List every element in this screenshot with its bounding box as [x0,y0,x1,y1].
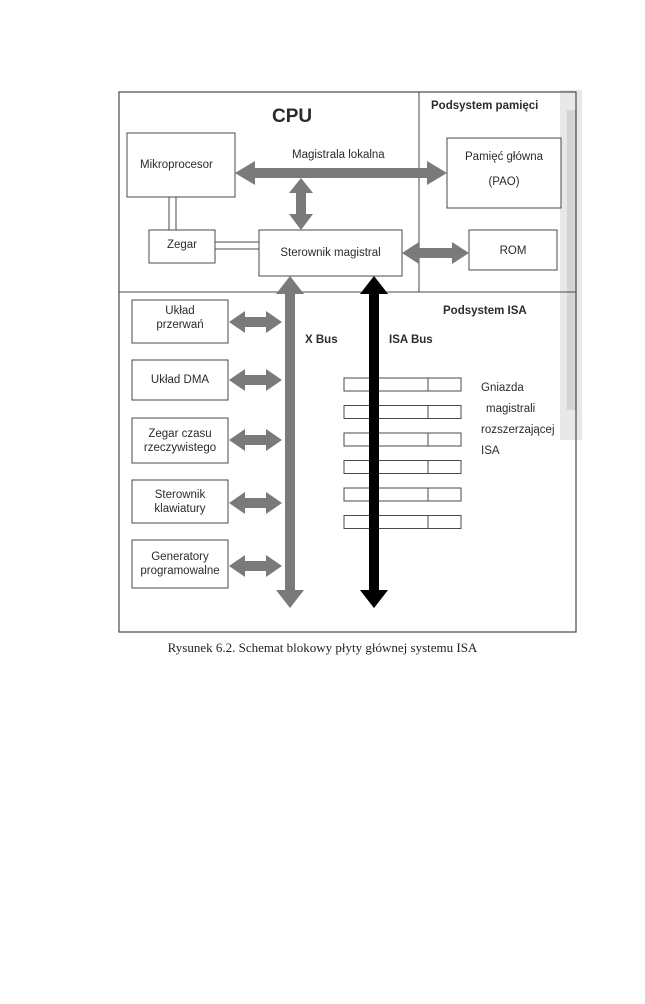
keyboard-label-2: klawiatury [154,503,206,515]
figure-caption: Rysunek 6.2. Schemat blokowy płyty główn… [167,640,478,655]
microprocessor-box [126,132,236,198]
isa-slot [343,432,462,447]
timers-arrow [229,555,282,577]
slots-label-3: rozszerzającej [481,424,555,436]
controller-rom-arrow [402,242,469,264]
main-memory-label-1: Pamięć główna [465,151,543,163]
dma-arrow [229,369,282,391]
slots-label-2: magistrali [486,403,536,415]
bus-controller-label: Sterownik magistral [280,247,381,259]
interrupt-label-1: Układ [165,305,195,317]
outer-frame [118,91,577,633]
isa-slot [343,405,462,419]
keyboard-label-1: Sterownik [154,489,206,501]
isa-slot [343,460,462,474]
interrupt-label-2: przerwań [156,319,204,331]
clock-box [148,229,216,264]
rom-box [468,229,558,271]
rom-label: ROM [499,245,527,257]
local-to-controller-arrow [289,178,313,230]
x-bus-arrow [276,276,304,608]
isa-subsystem-title: Podsystem ISA [443,305,527,317]
local-bus-label: Magistrala lokalna [292,149,385,161]
microprocessor-label: Mikroprocesor [140,159,213,171]
isa-slot [343,487,462,502]
timers-box [131,539,229,589]
rtc-label-1: Zegar czasu [148,428,212,440]
timers-label-2: programowalne [140,565,220,577]
cpu-title: CPU [272,106,313,127]
rtc-label-2: rzeczywistego [143,442,217,454]
memory-subsystem-title: Podsystem pamięci [431,100,539,112]
main-memory-box [446,137,562,209]
slots-label-1: Gniazda [481,382,524,394]
isa-slot [343,377,462,392]
dma-box [131,359,229,401]
main-memory-label-2: (PAO) [488,176,520,188]
rtc-box [131,417,229,464]
dma-label: Układ DMA [150,374,210,386]
isa-slots [343,377,462,529]
x-bus-label: X Bus [305,334,338,346]
isa-slot [343,515,462,529]
isa-bus-arrow [360,276,388,608]
clock-label: Zegar [166,239,198,251]
interrupt-box [131,299,229,344]
slots-label-4: ISA [481,445,500,457]
local-bus-arrow [235,161,447,185]
scan-shade-2 [567,110,577,410]
keyboard-box [131,479,229,524]
timers-label-1: Generatory [151,551,209,563]
isa-bus-label: ISA Bus [389,334,433,346]
keyboard-arrow [229,492,282,514]
rtc-arrow [229,429,282,451]
interrupt-arrow [229,311,282,333]
